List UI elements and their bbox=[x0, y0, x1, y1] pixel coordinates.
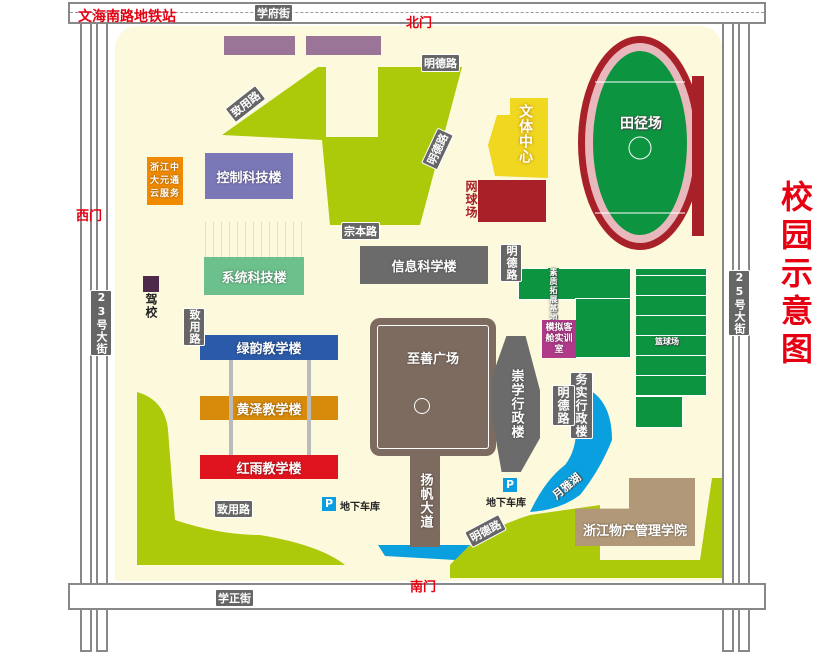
building-huangze[interactable]: 黄泽教学楼 bbox=[200, 396, 338, 420]
north-building-1 bbox=[224, 36, 295, 55]
building-wushi-label[interactable]: 务实行政楼 bbox=[570, 372, 593, 439]
building-info[interactable]: 信息科学楼 bbox=[360, 246, 488, 284]
yangfan-avenue[interactable]: 扬帆大道 bbox=[410, 455, 440, 547]
parking-lot-grid bbox=[205, 222, 305, 257]
street-mingde-north: 明德路 bbox=[421, 54, 460, 72]
building-control[interactable]: 控制科技楼 bbox=[205, 153, 293, 199]
road-label-25: 25号大街 bbox=[728, 270, 750, 336]
building-wuchan[interactable]: 浙江物产管理学院 bbox=[575, 478, 695, 546]
building-wuchan-label: 浙江物产管理学院 bbox=[582, 523, 687, 539]
building-lvyun-label: 绿韵教学楼 bbox=[236, 342, 302, 357]
road-centerline bbox=[70, 12, 764, 13]
metro-station-label: 文海南路地铁站 bbox=[78, 9, 176, 25]
plaza[interactable]: 至善广场 bbox=[370, 318, 496, 456]
building-system[interactable]: 系统科技楼 bbox=[204, 257, 304, 295]
corridor-right bbox=[307, 360, 311, 455]
building-huangze-label: 黄泽教学楼 bbox=[236, 402, 302, 418]
map-title: 校园示意图 bbox=[776, 180, 814, 370]
volleyball-courts-lower[interactable] bbox=[575, 298, 631, 358]
field-center-circle bbox=[628, 136, 652, 160]
parking-icon-east: P bbox=[503, 478, 517, 492]
yangfan-label: 扬帆大道 bbox=[417, 473, 433, 529]
street-zhiyong-west: 致用路 bbox=[183, 308, 205, 346]
parking-icon-west: P bbox=[322, 497, 336, 511]
tennis-courts[interactable] bbox=[478, 180, 546, 222]
building-service[interactable]: 浙江中大元通云服务 bbox=[147, 157, 183, 205]
cabin-label: 模拟客舱实训室 bbox=[545, 322, 573, 355]
driving-school-label: 驾校 bbox=[144, 293, 158, 319]
building-hongyu[interactable]: 红雨教学楼 bbox=[200, 455, 338, 479]
track-stand bbox=[692, 76, 704, 236]
sports-center-label[interactable]: 文体中心 bbox=[517, 104, 533, 164]
building-control-label: 控制科技楼 bbox=[216, 170, 282, 186]
building-lvyun[interactable]: 绿韵教学楼 bbox=[200, 335, 338, 360]
parking-label-west[interactable]: 地下车库 bbox=[340, 502, 380, 513]
building-service-label: 浙江中大元通云服务 bbox=[149, 162, 180, 199]
plaza-center-circle bbox=[414, 398, 430, 414]
building-info-label: 信息科学楼 bbox=[391, 259, 457, 275]
building-system-label: 系统科技楼 bbox=[221, 270, 287, 286]
field bbox=[593, 51, 687, 235]
basketball-courts[interactable] bbox=[635, 268, 707, 396]
driving-school-marker bbox=[143, 276, 159, 292]
sports-center-shape bbox=[488, 98, 548, 178]
building-chongxue-label: 崇学行政楼 bbox=[508, 369, 524, 439]
street-zhiyong-south: 致用路 bbox=[214, 500, 253, 518]
road-label-xuezheng: 学正街 bbox=[215, 589, 254, 607]
gate-west: 西门 bbox=[76, 209, 103, 224]
street-zongben: 宗本路 bbox=[341, 222, 380, 240]
north-building-2 bbox=[306, 36, 381, 55]
parking-label-east[interactable]: 地下车库 bbox=[486, 498, 526, 509]
volleyball-courts[interactable] bbox=[518, 268, 631, 300]
road-xuezheng bbox=[68, 583, 766, 610]
cabin-training-room[interactable]: 模拟客舱实训室 bbox=[542, 320, 576, 358]
road-xuefu bbox=[68, 2, 766, 24]
basketball-label: 篮球场 bbox=[655, 336, 679, 347]
building-hongyu-label: 红雨教学楼 bbox=[236, 461, 302, 477]
street-mingde-east: 明德路 bbox=[500, 244, 522, 282]
training-base-label: 素质拓展基地 bbox=[548, 268, 559, 322]
plaza-label: 至善广场 bbox=[406, 351, 459, 367]
basketball-courts-lower[interactable] bbox=[635, 396, 683, 428]
gate-north: 北门 bbox=[406, 16, 433, 31]
lawn-clearing bbox=[326, 67, 378, 137]
lawn-southwest bbox=[137, 392, 345, 565]
tennis-label: 网球场 bbox=[464, 180, 478, 219]
south-pond bbox=[378, 545, 470, 560]
road-label-xuefu: 学府街 bbox=[254, 4, 293, 22]
road-label-23: 23号大街 bbox=[90, 290, 112, 356]
corridor-left bbox=[229, 360, 233, 455]
gate-south: 南门 bbox=[410, 580, 437, 595]
lawn-north bbox=[222, 67, 462, 225]
street-mingde-admin: 明德路 bbox=[552, 385, 575, 426]
track-label[interactable]: 田径场 bbox=[620, 116, 662, 132]
